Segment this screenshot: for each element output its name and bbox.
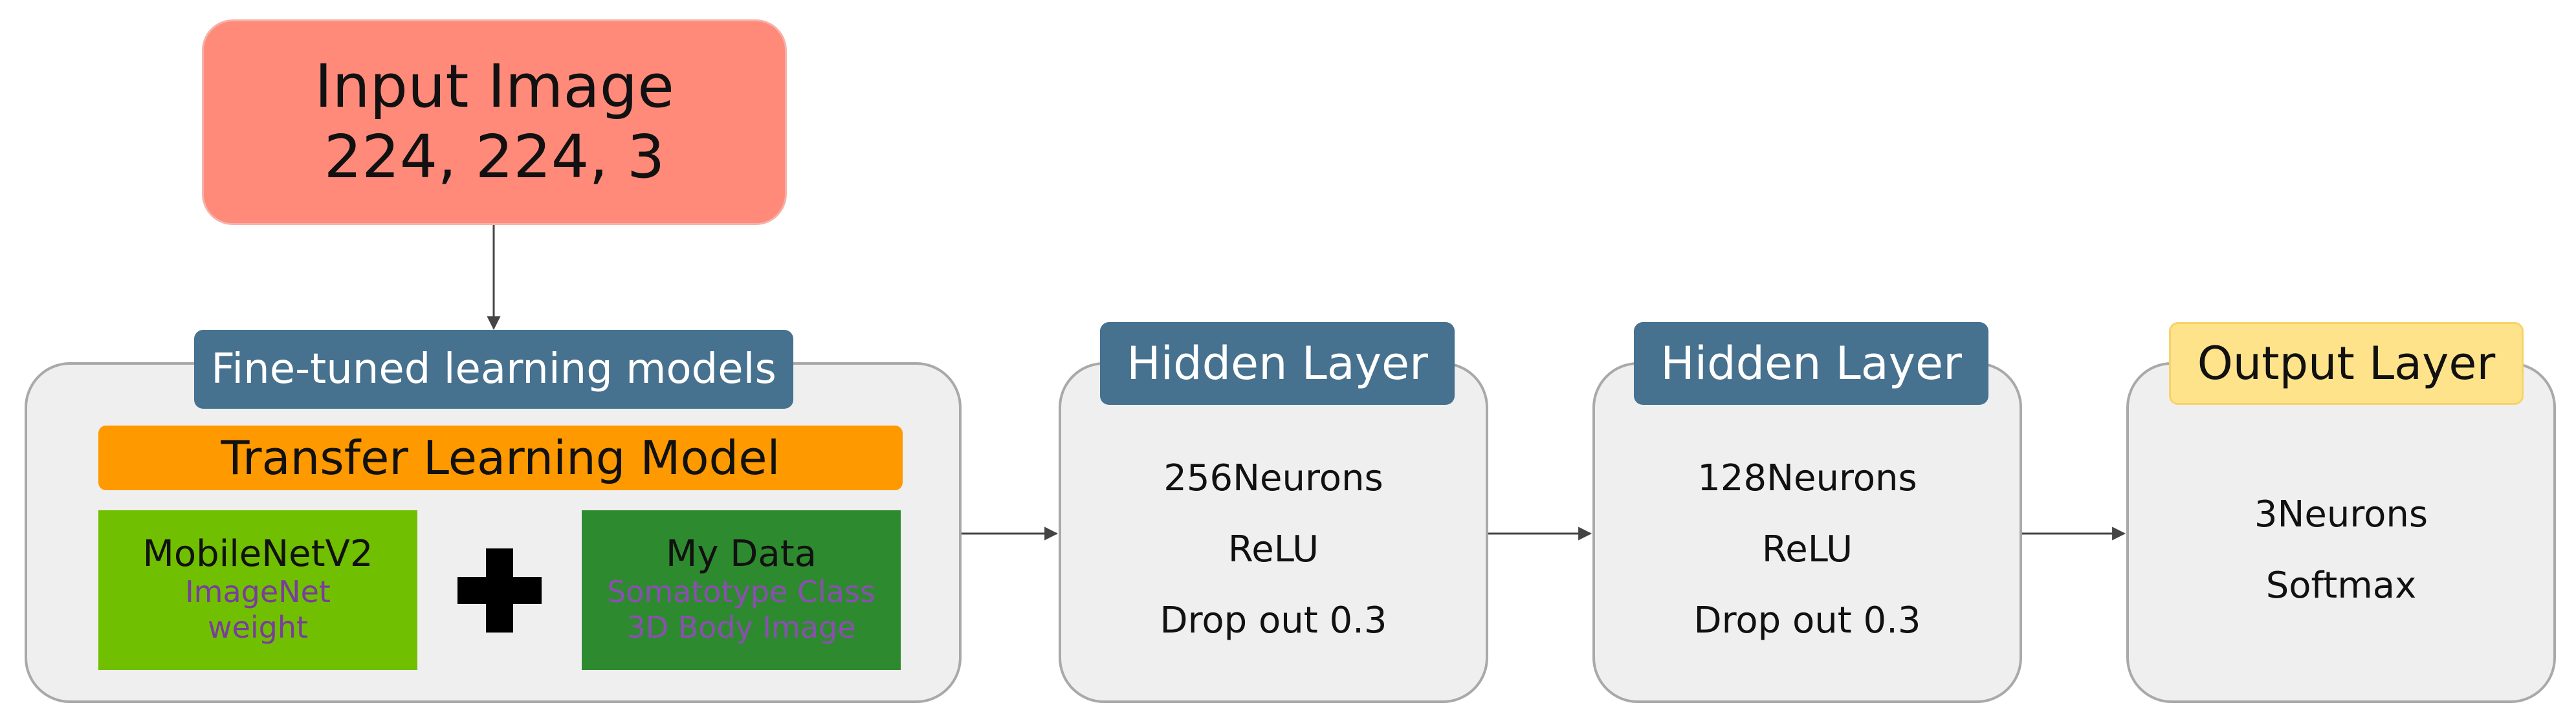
hidden-layer-1-label-text: Hidden Layer (1127, 337, 1428, 390)
hidden-layer-1-activation: ReLU (1227, 528, 1319, 570)
hidden-layer-1-panel (1059, 362, 1488, 703)
mobilenet-weight-line2: weight (207, 609, 309, 645)
input-image-shape: 224, 224, 3 (324, 122, 665, 191)
hidden-layer-2-dropout: Drop out 0.3 (1693, 600, 1921, 642)
mydata-line2: 3D Body Image (626, 609, 856, 645)
hidden-layer-2-label-text: Hidden Layer (1660, 337, 1962, 390)
mobilenet-box: MobileNetV2 ImageNet weight (98, 510, 417, 670)
hidden-layer-1-dropout: Drop out 0.3 (1160, 600, 1387, 642)
mydata-line1: Somatotype Class (607, 574, 875, 609)
hidden-layer-2-activation: ReLU (1761, 528, 1853, 570)
input-image-title: Input Image (314, 52, 674, 122)
fine-tuned-label-text: Fine-tuned learning models (211, 345, 776, 393)
mobilenet-weight-line1: ImageNet (185, 574, 331, 609)
hidden-layer-1-neurons: 256Neurons (1163, 457, 1383, 499)
output-layer-neurons: 3Neurons (2254, 493, 2428, 536)
hidden-layer-2-panel (1592, 362, 2022, 703)
input-image-box: Input Image 224, 224, 3 (202, 19, 787, 225)
hidden-layer-2-neurons: 128Neurons (1697, 457, 1917, 499)
mydata-box: My Data Somatotype Class 3D Body Image (582, 510, 901, 670)
fine-tuned-label: Fine-tuned learning models (194, 330, 793, 409)
output-layer-label-text: Output Layer (2197, 337, 2496, 390)
mydata-title: My Data (666, 533, 817, 576)
transfer-learning-bar: Transfer Learning Model (98, 426, 903, 490)
output-layer-label: Output Layer (2169, 322, 2524, 405)
output-layer-activation: Softmax (2265, 565, 2417, 607)
hidden-layer-2-label: Hidden Layer (1634, 322, 1988, 405)
hidden-layer-1-label: Hidden Layer (1100, 322, 1455, 405)
plus-icon (457, 548, 542, 633)
transfer-learning-label: Transfer Learning Model (221, 431, 780, 485)
mobilenet-title: MobileNetV2 (142, 533, 373, 576)
